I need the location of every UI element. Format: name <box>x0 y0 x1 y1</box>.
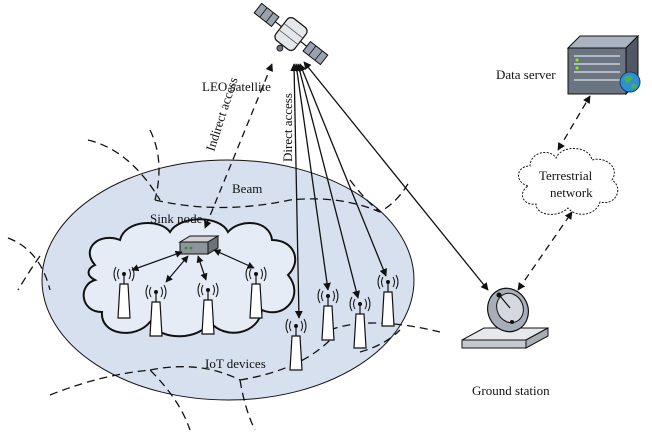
sink-links <box>131 249 255 283</box>
terrestrial-network-label-line2: network <box>550 185 593 200</box>
ground-terrestrial-link <box>517 211 573 291</box>
data-server-icon <box>566 34 640 96</box>
satellite-label: LEO satellite <box>202 79 271 94</box>
ground-station-label: Ground station <box>472 383 550 398</box>
data-server-label: Data server <box>496 67 556 82</box>
terrestrial-network-label-line1: Terrestrial <box>539 168 593 183</box>
iot-devices-label: IoT devices <box>205 356 266 371</box>
globe-icon <box>619 71 641 93</box>
direct-access-label: Direct access <box>280 93 295 162</box>
sink-node-device <box>178 235 220 255</box>
indirect-access-link <box>204 63 273 229</box>
satellite-ground-link <box>303 61 489 291</box>
satellite-icon <box>253 2 329 66</box>
sink-node-label: Sink node <box>150 211 203 226</box>
terrestrial-network-cloud <box>518 148 619 215</box>
sink-node-cloud <box>82 218 297 338</box>
terrestrial-server-link <box>557 95 591 151</box>
ground-station-icon <box>461 287 549 349</box>
beam-label: Beam <box>232 181 262 196</box>
